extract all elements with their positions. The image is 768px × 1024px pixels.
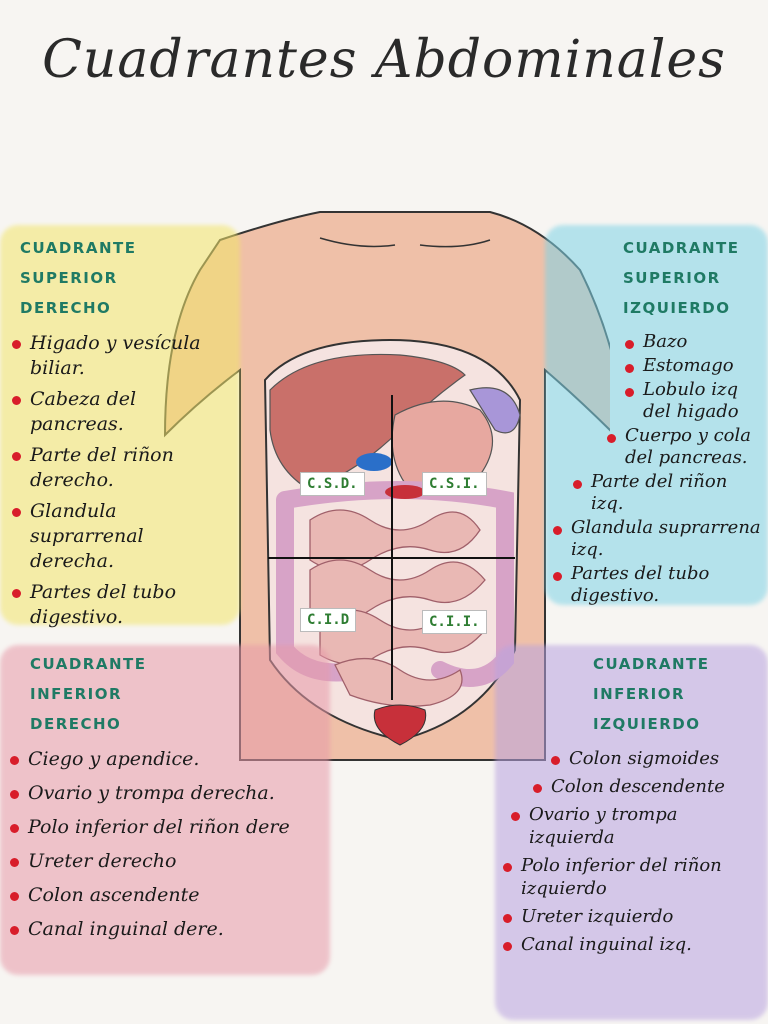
page-title: Cuadrantes Abdominales [42, 30, 726, 90]
list-item: Parte del riñon izq. [571, 471, 764, 515]
list-item: Ureter izquierdo [501, 905, 764, 928]
panel-background [0, 225, 240, 625]
list-item: Ovario y trompa derecha. [8, 781, 322, 806]
heading-line: INFERIOR [593, 685, 686, 703]
list-item: Ureter derecho [8, 849, 322, 874]
list-item: Ovario y trompa izquierda [509, 803, 764, 849]
list-item: Cuerpo y cola del pancreas. [605, 425, 764, 469]
heading-line: INFERIOR [30, 685, 123, 703]
heading-line: DERECHO [20, 299, 112, 317]
panel-background [545, 225, 768, 605]
list-item: Colon descendente [531, 775, 764, 798]
heading-line: CUADRANTE [30, 655, 147, 673]
spleen [469, 387, 521, 434]
heading-line: CUADRANTE [623, 239, 740, 257]
label-csi: C.S.I. [422, 472, 487, 496]
list-item: Lobulo izq del higado [623, 379, 764, 423]
list-item: Partes del tubo digestivo. [10, 580, 232, 630]
heading-line: IZQUIERDO [623, 299, 731, 317]
kidney-right [356, 453, 392, 471]
torso-illustration: C.S.D. C.S.I. C.I.D C.I.I. [160, 200, 627, 780]
list-item: Polo inferior del riñon izquierdo [501, 854, 764, 900]
heading-line: CUADRANTE [20, 239, 137, 257]
list-item: Parte del riñon derecho. [10, 443, 232, 493]
label-csd: C.S.D. [300, 472, 365, 496]
panel-upper-right: CUADRANTE SUPERIOR DERECHO Higado y vesí… [0, 225, 240, 628]
list-item: Canal inguinal izq. [501, 933, 764, 956]
bladder [373, 704, 427, 746]
heading-line: DERECHO [30, 715, 122, 733]
panel-lower-left: CUADRANTE INFERIOR IZQUIERDO Colon sigmo… [495, 645, 768, 1020]
small-intestine [309, 509, 486, 707]
label-cid: C.I.D [300, 608, 357, 632]
heading-line: CUADRANTE [593, 655, 710, 673]
list-item: Colon ascendente [8, 883, 322, 908]
heading-line: IZQUIERDO [593, 715, 701, 733]
label-cii: C.I.I. [422, 610, 487, 634]
heading-line: SUPERIOR [623, 269, 721, 287]
list-item: Bazo [623, 331, 764, 353]
panel-background [495, 645, 768, 1020]
panel-lower-right: CUADRANTE INFERIOR DERECHO Ciego y apend… [0, 645, 330, 975]
list-item: Ciego y apendice. [8, 747, 322, 772]
list-item: Canal inguinal dere. [8, 917, 322, 942]
list-item: Higado y vesícula biliar. [10, 331, 232, 381]
list-item: Glandula suprarrena izq. [551, 517, 764, 561]
panel-upper-left: CUADRANTE SUPERIOR IZQUIERDO Bazo Estoma… [545, 225, 768, 607]
kidney-left [385, 485, 425, 499]
list-item: Polo inferior del riñon dere [8, 815, 322, 840]
abdomen-diagram [163, 211, 627, 761]
heading-line: SUPERIOR [20, 269, 118, 287]
list-item: Glandula suprarrenal derecha. [10, 499, 232, 574]
list-item: Colon sigmoides [549, 747, 764, 770]
list-item: Cabeza del pancreas. [10, 387, 232, 437]
list-item: Partes del tubo digestivo. [551, 563, 764, 607]
list-item: Estomago [623, 355, 764, 377]
panel-background [0, 645, 330, 975]
